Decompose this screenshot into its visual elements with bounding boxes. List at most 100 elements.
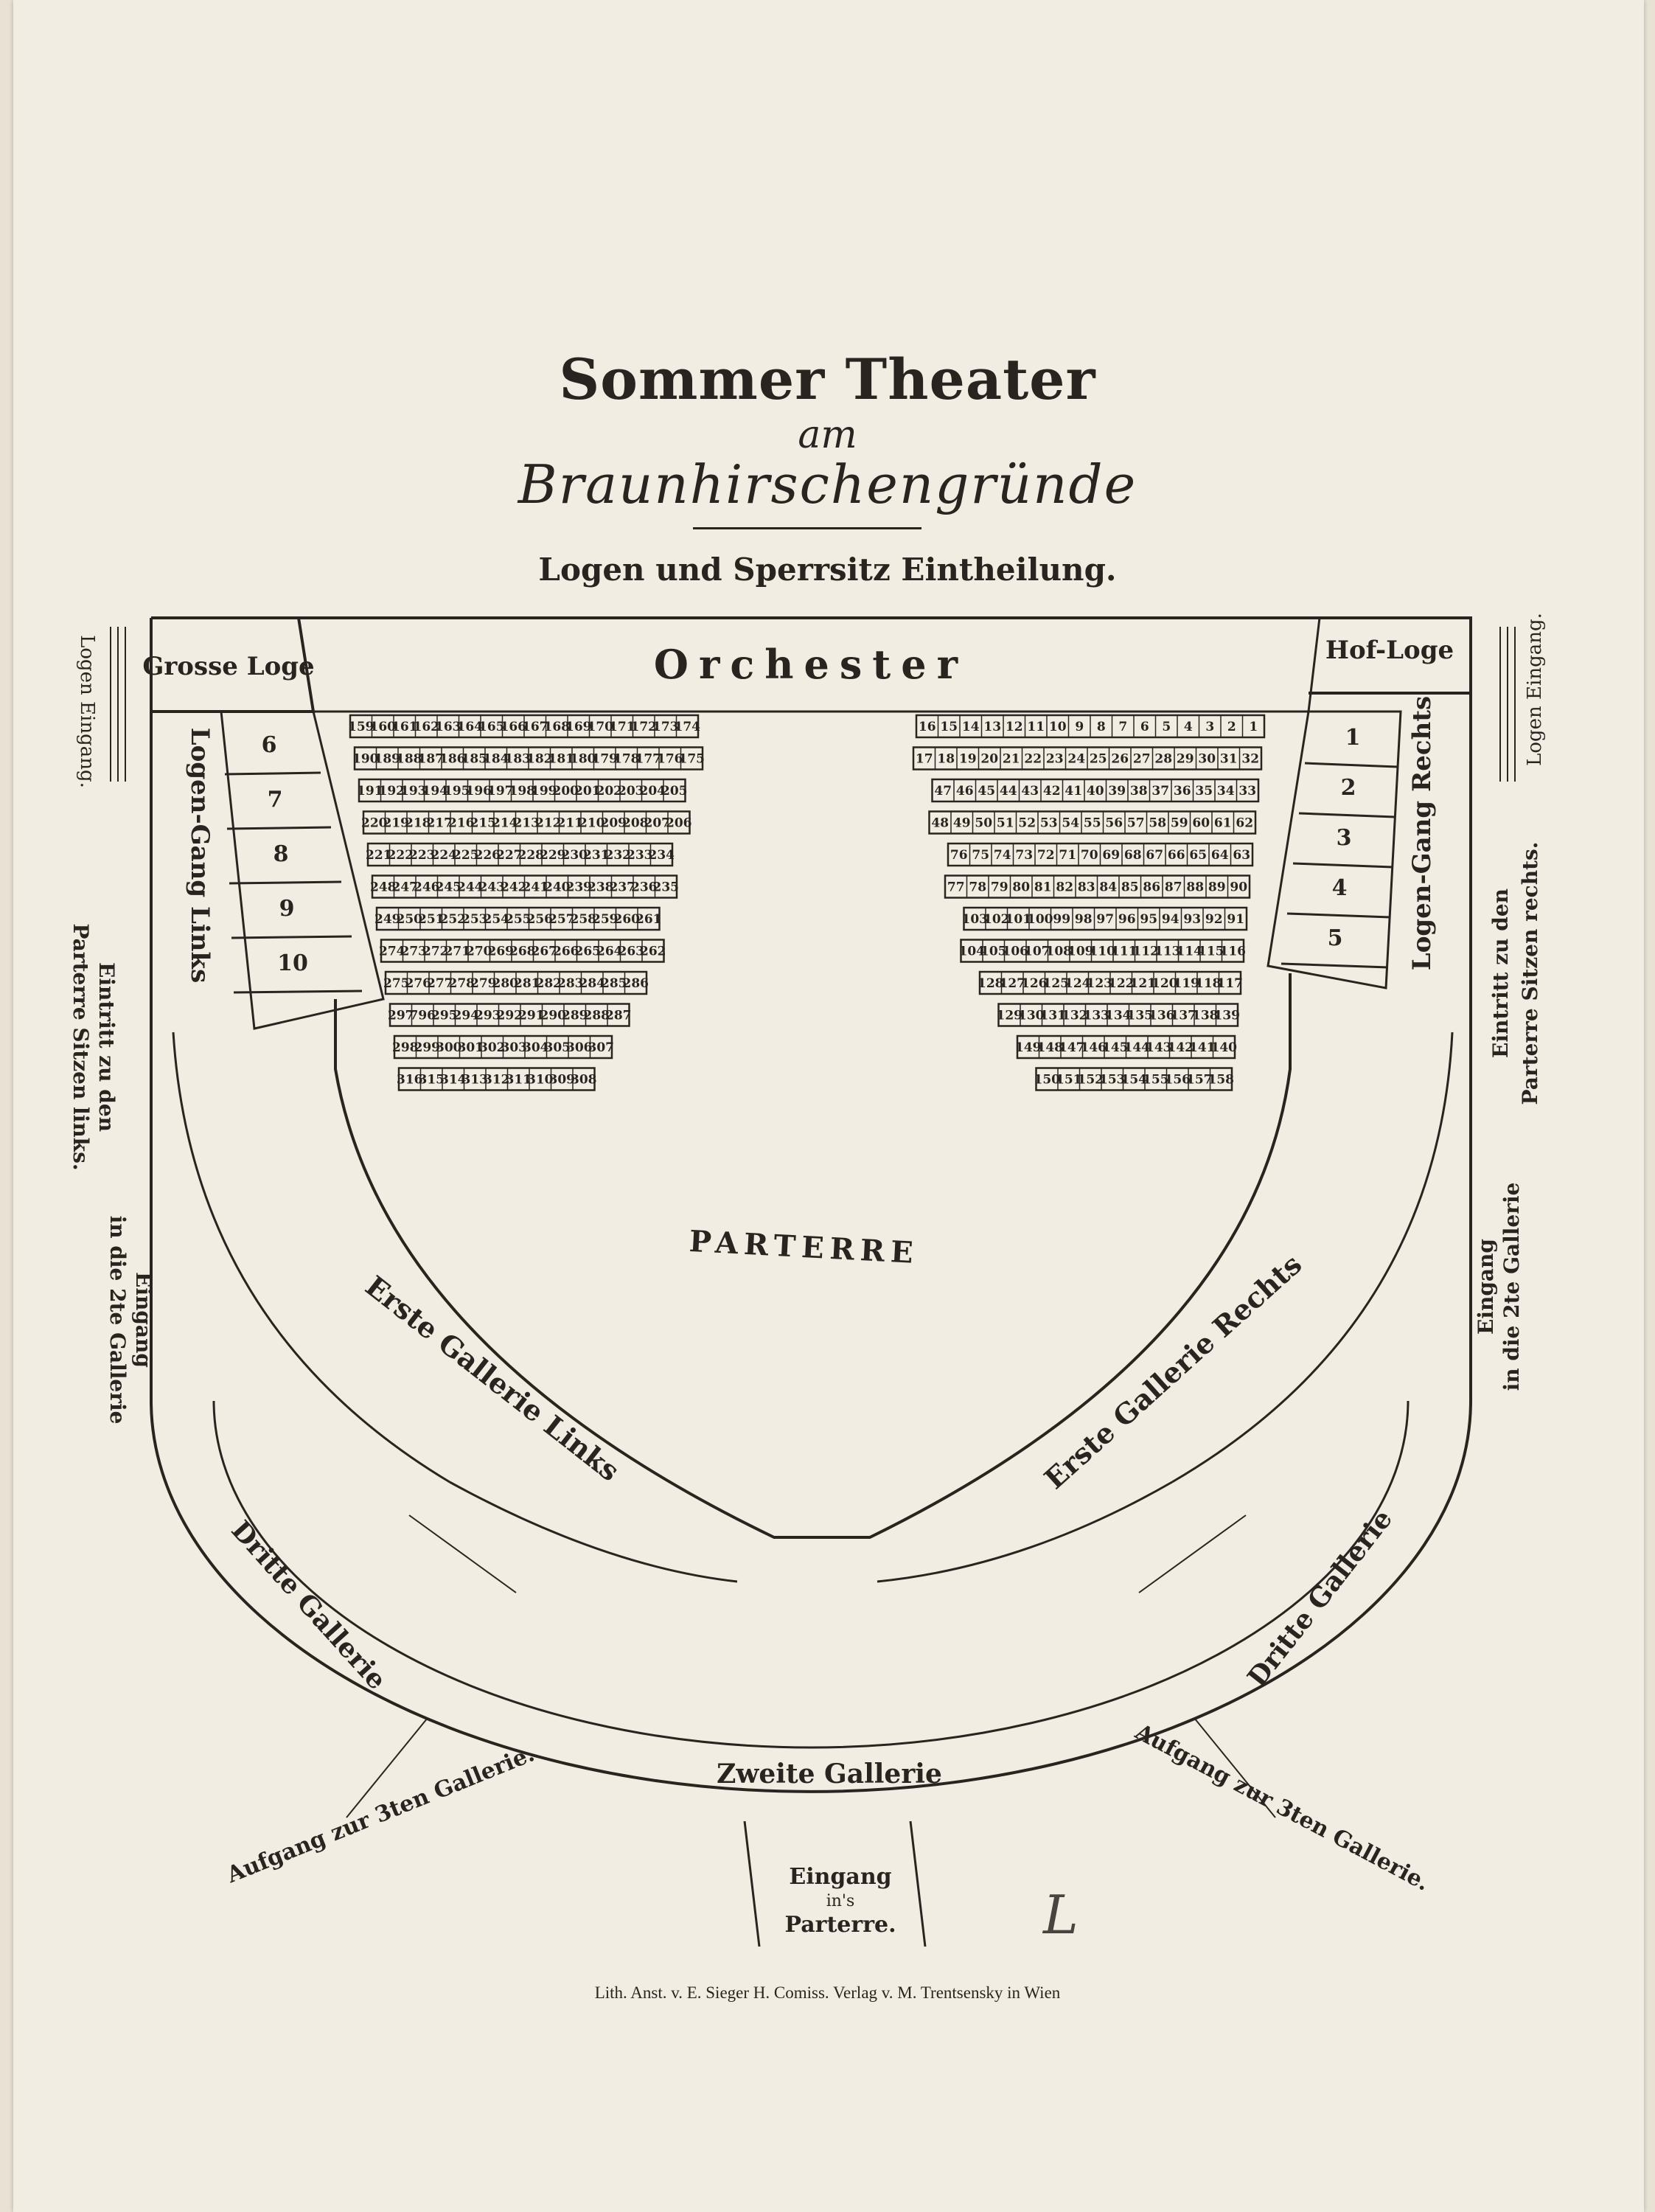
seat-number: 154 [1121,1073,1148,1088]
seat-number: 4 [1184,720,1193,734]
hof-loge-box [1309,616,1472,695]
seat-number: 217 [427,816,453,831]
seat-number: 87 [1165,880,1182,895]
seat-number: 191 [357,784,383,799]
seat-number: 85 [1121,880,1139,895]
seat-number: 53 [1040,816,1058,831]
box-divider [224,771,321,776]
seat-number: 124 [1065,976,1091,991]
erste-gallerie-links-label: Erste Gallerie Links [359,1269,626,1487]
page-subtitle: Logen und Sperrsitz Eintheilung. [538,552,1117,588]
seat-number: 5 [1162,720,1171,734]
seat-number: 119 [1174,976,1200,991]
seat-number: 88 [1186,880,1204,895]
seat-number: 200 [553,784,579,799]
seat-number: 93 [1183,912,1201,927]
seat-number: 231 [583,848,610,863]
seat-number: 27 [1133,752,1151,767]
box-divider [231,935,352,939]
seat-number: 249 [374,912,401,927]
erste-gallerie-outline [172,1032,1454,1484]
seat-number: 18 [937,752,955,767]
seat-number: 297 [388,1009,414,1023]
seat-number: 17 [916,752,933,767]
seat-number: 24 [1067,752,1085,767]
seat-number: 172 [631,720,658,734]
seat-number: 171 [609,720,635,734]
seat-number: 141 [1189,1040,1216,1055]
seat-number: 112 [1133,945,1160,959]
seat-row [397,1067,596,1091]
seat-number: 52 [1018,816,1036,831]
paper-sheet [13,0,1644,2212]
seat-number: 23 [1046,752,1064,767]
seat-number: 138 [1192,1009,1219,1023]
seat-row [362,810,691,835]
seat-number: 316 [397,1073,423,1088]
seat-number: 144 [1124,1040,1151,1055]
seat-number: 72 [1037,848,1055,863]
seat-number: 229 [540,848,566,863]
seat-number: 244 [457,880,484,895]
seat-number: 69 [1102,848,1120,863]
seat-number: 145 [1102,1040,1129,1055]
seat-number: 65 [1189,848,1207,863]
seat-number: 128 [978,976,1004,991]
logen-gang-links-label: Logen-Gang Links [185,728,215,983]
seat-number: 252 [440,912,467,927]
seat-number: 159 [348,720,374,734]
seat-number: 289 [562,1009,588,1023]
seat-number: 293 [475,1009,501,1023]
seat-number: 83 [1078,880,1095,895]
seat-number: 304 [523,1040,549,1055]
seat-number: 251 [418,912,445,927]
seat-number: 105 [980,945,1007,959]
seat-number: 152 [1078,1073,1104,1088]
seat-number: 153 [1099,1073,1126,1088]
seat-number: 3 [1205,720,1214,734]
seat-number: 796 [410,1009,436,1023]
seat-number: 313 [462,1073,489,1088]
seat-number: 175 [679,752,705,767]
seat-number: 312 [484,1073,510,1088]
seat-number: 184 [483,752,509,767]
seat-number: 22 [1024,752,1042,767]
seat-number: 199 [531,784,557,799]
seat-number: 10 [1049,720,1067,734]
box-divider [233,990,363,994]
loge-number: 6 [262,732,277,758]
seat-number: 241 [523,880,549,895]
seat-number: 278 [449,976,475,991]
parterre-label: PARTERRE [689,1224,920,1270]
seat-number: 151 [1056,1073,1082,1088]
seat-number: 68 [1124,848,1142,863]
seat-number: 273 [401,945,428,959]
seat-number: 64 [1211,848,1229,863]
seat-number: 272 [422,945,449,959]
seat-number: 148 [1037,1040,1064,1055]
seat-number: 298 [392,1040,419,1055]
stair-right [1138,1514,1247,1593]
seat-number: 125 [1043,976,1070,991]
seat-number: 258 [571,912,597,927]
seat-number: 135 [1127,1009,1154,1023]
eintritt-rechts-1: Eintritt zu den [1488,888,1513,1058]
seat-number: 216 [448,816,475,831]
seat-row [960,939,1245,963]
seat-number: 21 [1003,752,1020,767]
side-rail-left [110,627,126,782]
seat-number: 286 [623,976,649,991]
seat-number: 202 [596,784,623,799]
seat-number: 247 [392,880,419,895]
seat-number: 155 [1143,1073,1169,1088]
seat-number: 301 [458,1040,484,1055]
seat-number: 46 [956,784,974,799]
seat-number: 157 [1186,1073,1213,1088]
seat-number: 256 [527,912,554,927]
seat-number: 170 [588,720,614,734]
box-divider [1292,862,1393,869]
seat-number: 311 [506,1073,532,1088]
seat-number: 197 [487,784,514,799]
seat-number: 142 [1168,1040,1194,1055]
seat-number: 201 [574,784,601,799]
